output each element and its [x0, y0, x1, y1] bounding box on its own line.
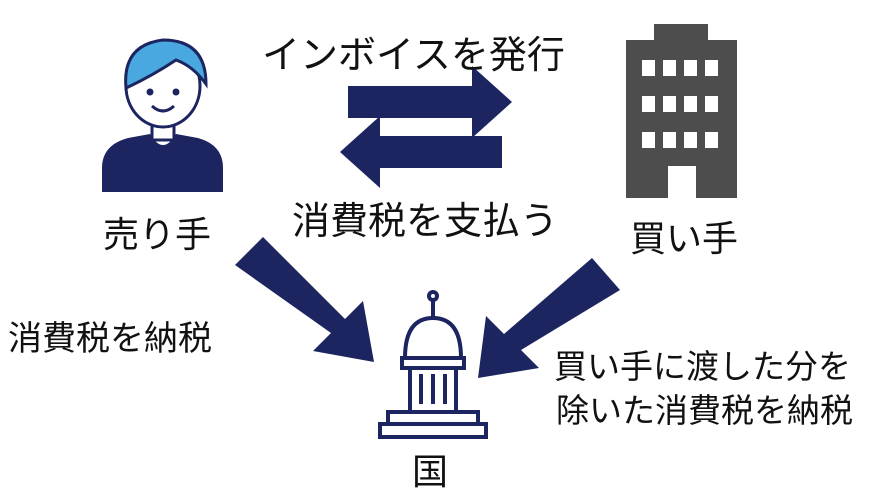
seller-pays-tax-arrow [235, 237, 374, 362]
country-label: 国 [412, 452, 449, 493]
capitol-dome-icon [378, 290, 488, 439]
seller-label: 売り手 [103, 215, 212, 256]
buyer-tax-label-line1: 買い手に渡した分を [554, 347, 851, 386]
person-eye-left [146, 88, 154, 96]
office-building-icon [626, 24, 737, 198]
issue-invoice-arrow [348, 66, 512, 138]
person-eye-right [172, 88, 180, 96]
buyer-tax-label-line2: 除いた消費税を納税 [556, 391, 853, 430]
pay-consumption-tax-label: 消費税を支払う [292, 199, 559, 243]
seller-tax-label: 消費税を納税 [8, 319, 212, 359]
pay-tax-arrow [340, 116, 502, 188]
building-windows [642, 60, 718, 148]
buyer-pays-tax-arrow [478, 258, 620, 378]
issue-invoice-label: インボイスを発行 [262, 33, 565, 77]
person-mouth [150, 104, 176, 113]
building-top [654, 24, 708, 40]
building-door [668, 166, 696, 198]
person-hair [124, 38, 208, 91]
buyer-label: 買い手 [630, 219, 739, 260]
person-icon [102, 38, 223, 192]
person-body [102, 134, 223, 192]
